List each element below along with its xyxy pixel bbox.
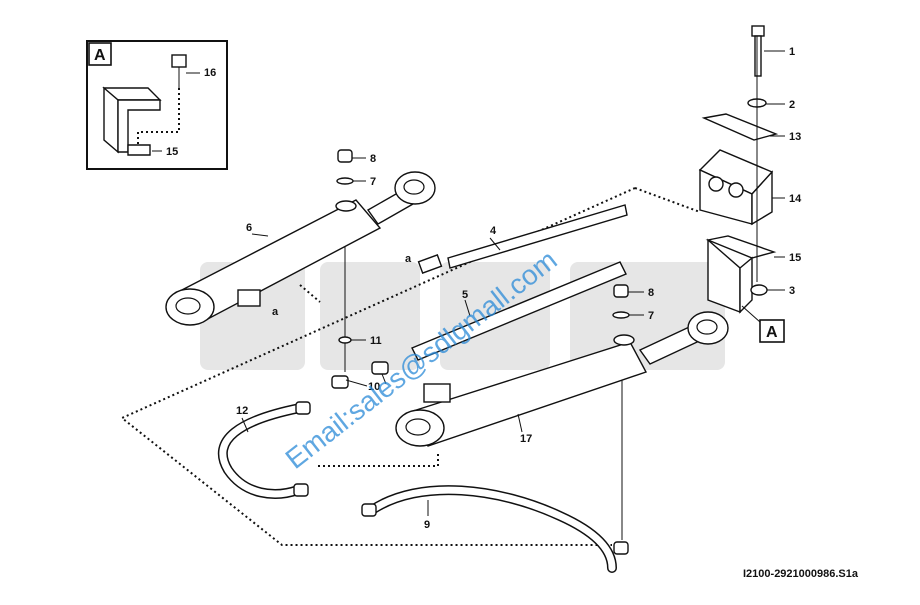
nut-part-3: 3 [750,284,795,297]
inset-callout-15: 15 [166,146,178,158]
callout-12: 12 [236,405,248,417]
reference-code: I2100-2921000986.S1a [743,568,858,580]
routing-line-cyl6 [299,284,321,303]
callout-2: 2 [789,99,795,111]
callout-9: 9 [424,519,430,531]
callout-11: 11 [370,335,382,347]
hose-part-9: 9 [361,485,629,573]
callout-3: 3 [789,285,795,297]
callout-8-bottom: 8 [648,287,654,299]
view-a-marker: A [741,305,785,343]
fitting-part-10: 10 [331,361,389,393]
callout-5: 5 [462,289,468,301]
hydraulic-cylinder-part-6: 6 a [165,171,436,326]
oring-part-7-bottom: 7 [612,310,654,322]
oring-part-7-top: 7 [336,176,376,188]
washer-part-2: 2 [747,98,795,111]
callout-17: 17 [520,433,532,445]
routing-line-mid [318,452,439,467]
clamp-block-part-14: 14 [698,149,802,226]
oring-part-11: 11 [338,335,382,347]
callout-7-bottom: 7 [648,310,654,322]
port-label-a-tube4: a [405,253,412,265]
bracket-part-15: 15 [705,235,801,314]
routing-line-top [634,187,701,213]
bolt-part-1: 1 [751,25,795,77]
callout-10: 10 [368,381,380,393]
hose-part-12: 12 [217,401,311,499]
callout-15: 15 [789,252,801,264]
inset-detail-a: A 16 15 [86,40,228,170]
callout-14: 14 [789,193,802,205]
cap-part-8-bottom: 8 [613,284,654,299]
hydraulic-cylinder-part-17: 17 [395,311,729,447]
callout-8-top: 8 [370,153,376,165]
callout-1: 1 [789,46,795,58]
callout-13: 13 [789,131,801,143]
svg-text:A: A [766,324,778,341]
plate-part-13: 13 [701,113,801,143]
callout-6: 6 [246,222,252,234]
routing-line-main [120,187,636,546]
inset-callout-16: 16 [204,67,216,79]
hydraulic-tube-part-4: 4 a [405,204,628,274]
inset-label: A [94,47,106,64]
port-label-a-cyl6: a [272,306,279,318]
hydraulic-tube-part-5: 5 [411,261,627,361]
cap-part-8-top: 8 [337,149,376,165]
callout-7-top: 7 [370,176,376,188]
callout-4: 4 [490,225,497,237]
